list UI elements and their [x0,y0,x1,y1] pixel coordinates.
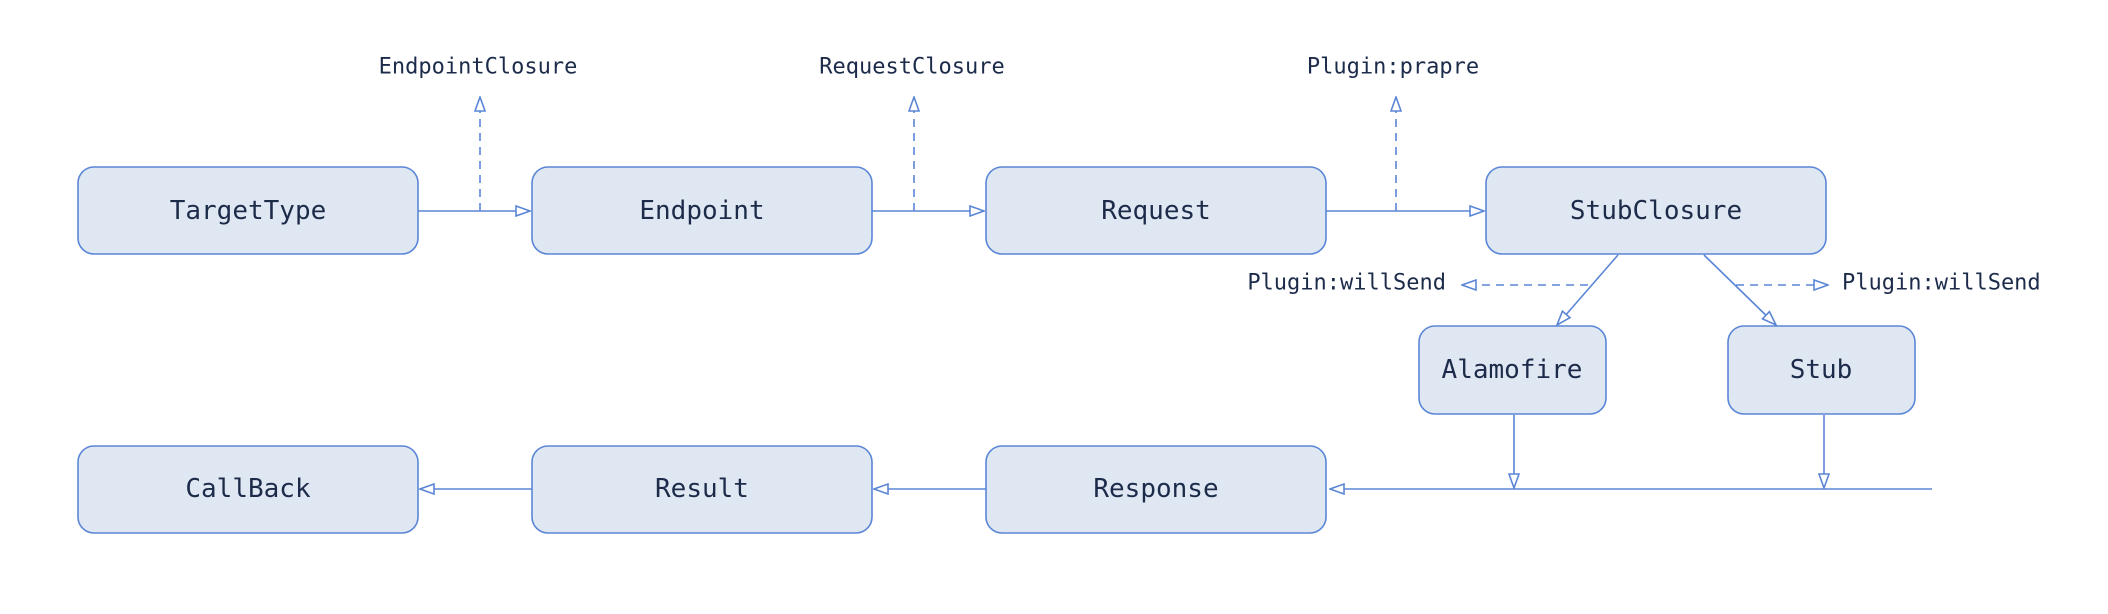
node-response-label: Response [1093,474,1218,504]
label-endpoint-closure: EndpointClosure [379,55,578,80]
node-alamofire[interactable]: Alamofire [1418,325,1607,415]
node-stubclosure[interactable]: StubClosure [1485,166,1827,255]
node-request-label: Request [1101,196,1211,226]
label-plugin-willsend-right: Plugin:willSend [1842,271,2041,296]
edge-stubclosure-alamofire [1557,254,1619,325]
node-targettype-label: TargetType [170,196,327,226]
label-plugin-prapre: Plugin:prapre [1307,55,1479,80]
node-callback-label: CallBack [185,474,311,504]
node-response[interactable]: Response [985,445,1327,534]
node-result-label: Result [655,474,749,504]
label-plugin-willsend-left: Plugin:willSend [1247,271,1446,296]
label-request-closure: RequestClosure [819,55,1004,80]
node-stubclosure-label: StubClosure [1570,196,1742,226]
node-targettype[interactable]: TargetType [77,166,419,255]
node-callback[interactable]: CallBack [77,445,419,534]
node-stub-label: Stub [1790,355,1853,385]
node-endpoint[interactable]: Endpoint [531,166,873,255]
node-alamofire-label: Alamofire [1442,355,1583,385]
node-result[interactable]: Result [531,445,873,534]
edge-stubclosure-stub [1703,254,1776,325]
node-endpoint-label: Endpoint [639,196,764,226]
node-request[interactable]: Request [985,166,1327,255]
node-stub[interactable]: Stub [1727,325,1916,415]
